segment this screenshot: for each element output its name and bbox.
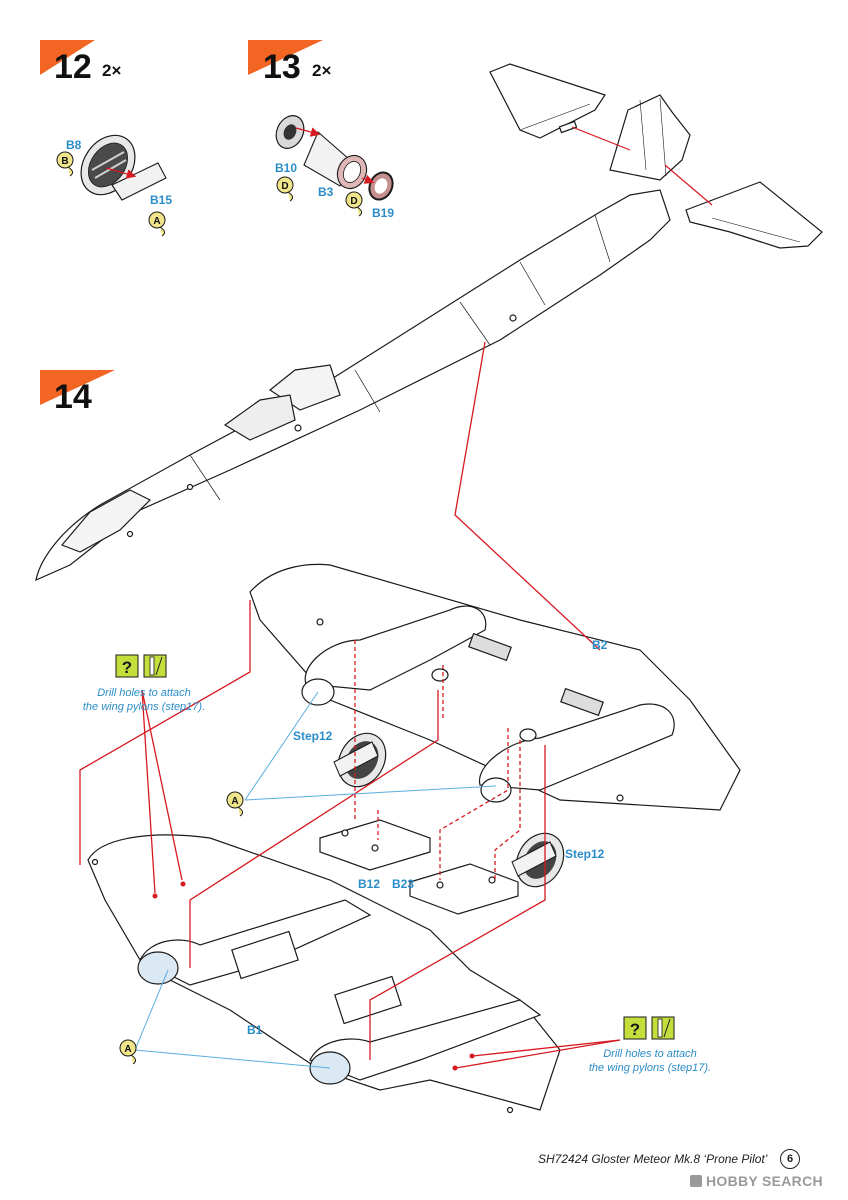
svg-text:A: A xyxy=(124,1044,131,1055)
drill-note-left-line2: the wing pylons (step17). xyxy=(82,701,206,713)
sprue-tag-b8: B xyxy=(56,151,74,177)
step-12-multiplier: 2× xyxy=(102,61,122,80)
step12-guides xyxy=(134,691,497,1069)
watermark: HOBBY SEARCH xyxy=(690,1174,823,1188)
step12-subassemblies xyxy=(333,732,565,888)
sprue-tag-b15: A xyxy=(148,211,166,237)
step-12-parts xyxy=(80,134,167,201)
sprue-tags: B A D D A A xyxy=(56,151,363,1065)
fuselage-assembly xyxy=(35,63,823,582)
step-13-number: 13 xyxy=(263,48,301,86)
question-check-icon: ? xyxy=(623,1016,647,1040)
svg-text:A: A xyxy=(153,216,160,227)
label-b8: B8 xyxy=(66,138,82,152)
drill-note-right: Drill holes to attach the wing pylons (s… xyxy=(570,1047,730,1075)
arrow-stab-right xyxy=(664,164,713,206)
svg-text:A: A xyxy=(231,796,238,807)
label-b1: B1 xyxy=(247,1023,263,1037)
assembly-arrows xyxy=(79,341,621,1069)
drill-note-left: Drill holes to attach the wing pylons (s… xyxy=(64,686,224,714)
footer-title: SH72424 Gloster Meteor Mk.8 ‘Prone Pilot… xyxy=(538,1152,768,1166)
svg-text:?: ? xyxy=(630,1020,640,1039)
step-12-number: 12 xyxy=(54,48,92,86)
svg-text:B: B xyxy=(61,156,68,167)
label-b3: B3 xyxy=(318,185,334,199)
label-step12-right: Step12 xyxy=(565,847,605,861)
intake-plates xyxy=(319,819,519,915)
drill-note-left-line1: Drill holes to attach xyxy=(97,687,191,699)
step-13-parts xyxy=(275,115,394,201)
svg-text:?: ? xyxy=(122,658,132,677)
svg-text:D: D xyxy=(281,181,288,192)
label-b2: B2 xyxy=(592,638,608,652)
drill-hole-icon xyxy=(143,654,167,678)
drill-hole-icon xyxy=(651,1016,675,1040)
question-check-icon: ? xyxy=(115,654,139,678)
sprue-tag-b19: D xyxy=(345,191,363,217)
sprue-tag-left-a: A xyxy=(226,791,244,817)
step-14-tab xyxy=(40,370,115,405)
label-b15: B15 xyxy=(150,193,173,207)
label-b19: B19 xyxy=(372,206,395,220)
arrow-stab-left xyxy=(571,126,631,151)
label-b23: B23 xyxy=(392,877,415,891)
watermark-logo-icon xyxy=(690,1175,702,1187)
page-number: 6 xyxy=(780,1149,800,1169)
watermark-text: HOBBY SEARCH xyxy=(706,1173,823,1189)
part-b23-plate xyxy=(409,863,519,915)
drill-icon-group-right: ? xyxy=(623,1016,675,1040)
step-12-tab xyxy=(40,40,95,75)
label-b10: B10 xyxy=(275,161,298,175)
sprue-tag-bottom-a: A xyxy=(119,1039,137,1065)
drill-note-right-line2: the wing pylons (step17). xyxy=(588,1062,712,1074)
label-b12: B12 xyxy=(358,877,381,891)
upper-wing-assembly xyxy=(249,563,741,811)
sprue-tag-b10: D xyxy=(276,176,294,202)
drill-note-right-line1: Drill holes to attach xyxy=(603,1048,697,1060)
step-14-number: 14 xyxy=(54,378,92,416)
step-13-multiplier: 2× xyxy=(312,61,332,80)
svg-text:D: D xyxy=(350,196,357,207)
lower-wing-assembly xyxy=(87,834,561,1114)
drill-icon-group-left: ? xyxy=(115,654,167,678)
label-step12-left: Step12 xyxy=(293,729,333,743)
step-13-tab xyxy=(248,40,323,75)
